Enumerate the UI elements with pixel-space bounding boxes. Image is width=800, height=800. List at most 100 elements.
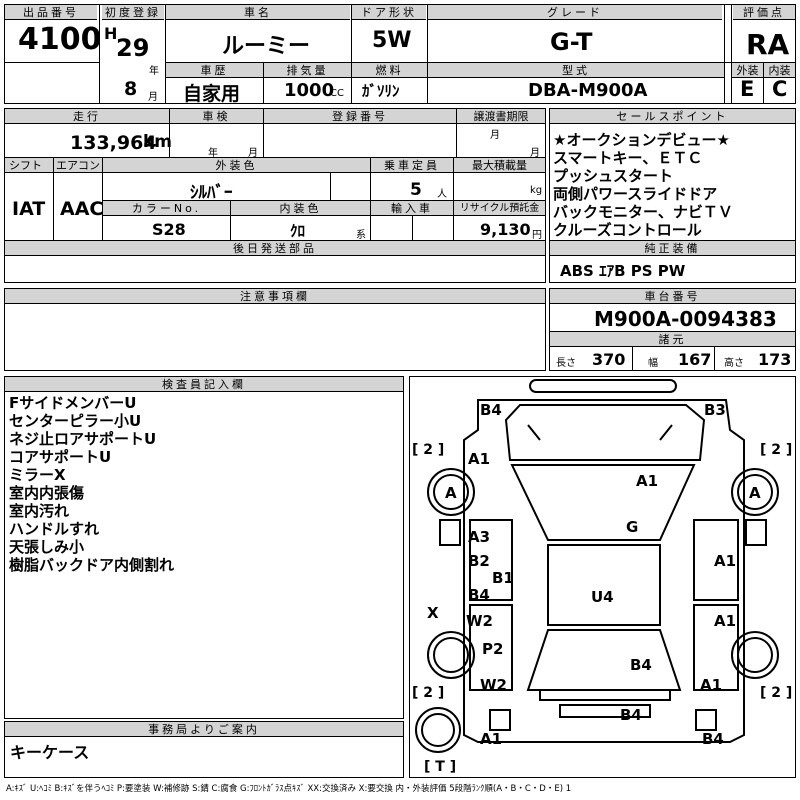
width-label: 幅 [648, 358, 658, 369]
interior-header: 内装 [764, 63, 795, 78]
import-header: 輸入車 [371, 201, 453, 216]
exterior-color: ｼﾙﾊﾞｰ [190, 183, 233, 203]
displacement: 1000 [284, 80, 335, 101]
shift-header: シフト [5, 158, 53, 173]
inspection-header: 車検 [170, 109, 263, 124]
aircon-header: エアコン [54, 158, 102, 173]
mark-b4-back-door: B4 [620, 706, 642, 724]
recycle-header: リサイクル預託金 [454, 201, 545, 216]
specs-header: 諸元 [550, 332, 795, 347]
doors: 5W [372, 28, 412, 53]
transfer-day-unit: 月 [530, 148, 540, 159]
chassis-number: M900A-0094383 [594, 307, 777, 331]
mark-g-windshield: G [626, 518, 638, 536]
inspection-month-unit: 月 [248, 148, 258, 159]
sales-item: クルーズコントロール [553, 221, 702, 239]
fuel-header: 燃料 [352, 63, 427, 78]
mark-b4-front-left: B4 [480, 401, 502, 419]
capacity-header: 乗車定員 [371, 158, 453, 173]
grade: G-T [550, 28, 593, 56]
note-item: 天張しみ小 [9, 538, 85, 556]
note-item: センターピラー小U [9, 412, 142, 430]
legend: A:ｷｽﾞ U:ﾍｺﾐ B:ｷｽﾞを伴うﾍｺﾐ P:要塗装 W:補修跡 S:錆 … [6, 784, 572, 794]
note-item: ミラーX [9, 466, 66, 484]
tire-bracket-rr: [ 2 ] [760, 685, 792, 701]
mark-a1-front-door-right: A1 [714, 552, 736, 570]
mark-a1-hood: A1 [636, 472, 658, 490]
history: 自家用 [183, 83, 241, 105]
standard-equipment: ABS ｴｱB PS PW [560, 262, 686, 280]
header-block [4, 4, 796, 104]
chassis-header: 車台番号 [550, 289, 795, 304]
max-load-header: 最大積載量 [454, 158, 545, 173]
first-reg-header: 初度登録 [102, 5, 164, 20]
sales-item: スマートキー、ＥＴＣ [553, 149, 703, 167]
length-label: 長さ [556, 358, 576, 369]
diagram-block [409, 376, 796, 778]
fuel: ｶﾞｿﾘﾝ [362, 82, 400, 100]
exterior-header: 外装 [732, 63, 763, 78]
inspector-block [4, 376, 404, 719]
capacity: 5 [410, 180, 422, 200]
mark-b4-rear-bumper-right: B4 [702, 730, 724, 748]
mileage-header: 走行 [5, 109, 169, 124]
kg-unit: kg [530, 185, 543, 196]
color-header: 外装色 [103, 158, 370, 173]
person-unit: 人 [437, 189, 447, 200]
car-name: ルーミー [222, 34, 311, 59]
tire-bracket-fr: [ 2 ] [760, 442, 792, 458]
note-item: 室内内張傷 [9, 484, 85, 502]
model-code: DBA-M900A [528, 80, 648, 101]
sales-item: ★オークションデビュー★ [553, 131, 730, 149]
mark-w2-rear-door-left: W2 [466, 612, 493, 630]
exterior-grade: E [740, 77, 755, 101]
lot-no-header: 出品番号 [5, 5, 97, 20]
mileage: 133,964 [70, 132, 157, 154]
mark-a1-rear-door-right: A1 [714, 612, 736, 630]
note-item: ハンドルすれ [9, 520, 100, 538]
note-item: コアサポートU [9, 448, 112, 466]
inspector-notes: FサイドメンバーU センターピラー小U ネジ止ロアサポートU コアサポートU ミ… [9, 394, 174, 574]
mark-u4-roof: U4 [591, 588, 614, 606]
width: 167 [678, 350, 712, 369]
color-no: S28 [152, 220, 186, 239]
office-note: キーケース [10, 743, 90, 762]
sales-item: プッシュスタート [553, 167, 674, 185]
transfer-header: 譲渡書期限 [457, 109, 545, 124]
car-name-header: 車名 [166, 5, 350, 20]
sales-item: バックモニター、ナビＴＶ [553, 203, 733, 221]
mark-x-mirror: X [427, 604, 439, 622]
type-unit: 系 [356, 230, 366, 241]
car-diagram: B4 B3 A1 A1 G A3 B2 B1 A1 B4 W2 U4 A1 X … [412, 379, 792, 775]
mark-b4-rear-glass: B4 [630, 656, 652, 674]
plate-header: 登録番号 [264, 109, 456, 124]
tire-label-left: A [445, 484, 457, 502]
mark-a1-rear-right: A1 [700, 676, 722, 694]
model-code-header: 型式 [428, 63, 724, 78]
inspector-header: 検査員記入欄 [5, 377, 403, 392]
length: 370 [592, 350, 626, 369]
tire-bracket-rl: [ 2 ] [412, 685, 444, 701]
equip-header: 純正装備 [550, 241, 795, 256]
displacement-header: 排気量 [264, 63, 351, 78]
color-no-header: カラーNo. [103, 201, 230, 216]
interior-color: ｸﾛ [290, 222, 306, 240]
mark-b3-front-right: B3 [704, 401, 726, 419]
int-color-header: 内装色 [231, 201, 370, 216]
recycle-fee: 9,130 [480, 220, 531, 239]
height: 173 [758, 350, 792, 369]
later-parts-header: 後日発送部品 [5, 241, 545, 256]
sales-item: 両側パワースライドドア [553, 185, 718, 203]
reg-year: 29 [116, 34, 150, 62]
shift: IAT [12, 198, 46, 220]
office-header: 事務局よりご案内 [5, 722, 403, 737]
doors-header: ドア形状 [352, 5, 426, 20]
year-unit: 年 [149, 66, 159, 77]
month-unit: 月 [148, 92, 158, 103]
mark-w2-rear-left: W2 [480, 676, 507, 694]
height-label: 高さ [724, 358, 744, 369]
mark-b1-pillar: B1 [492, 569, 514, 587]
note-item: 室内汚れ [9, 502, 70, 520]
mark-p2-quarter-left: P2 [482, 640, 503, 658]
yen-unit: 円 [532, 230, 542, 241]
